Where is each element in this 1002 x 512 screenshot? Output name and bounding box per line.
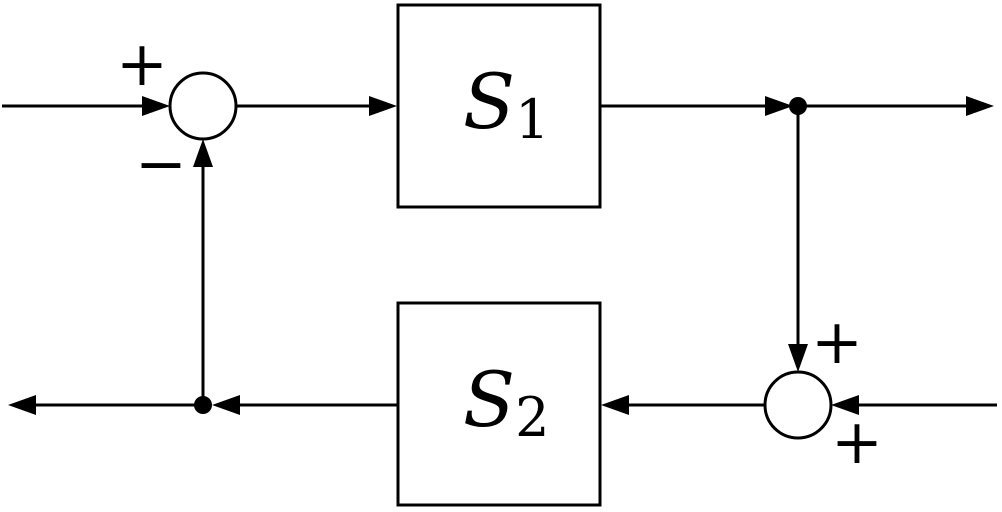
output-arrow-top-right [798,96,994,116]
summing-circle-2 [763,370,833,440]
arrow-s2-to-branch2 [212,395,398,415]
arrowhead-down-icon [788,344,808,372]
arrowhead-up-icon [193,139,213,167]
branch2-to-sum1-line [193,139,213,405]
branch1-to-sum2-line [788,106,808,372]
block-s2-label: S2 [463,355,549,449]
input-arrow-bottom-right [831,395,997,415]
arrowhead-left-icon [212,395,240,415]
arrow-sum2-to-s2 [601,395,765,415]
input-arrow-top-left [2,96,170,116]
arrowhead-left-icon [831,395,859,415]
block-s1: S1 [396,3,602,209]
arrowhead-right-icon [142,96,170,116]
sum1-plus-sign: + [116,27,168,100]
block-s2: S2 [396,301,602,507]
output-arrow-bottom-left [8,395,203,415]
block-s2-box [396,301,602,507]
sum2-bottom-plus-sign: + [831,405,883,478]
sum1-minus-sign: − [135,127,187,200]
block-s1-label: S1 [463,57,549,151]
arrow-sum1-to-s1 [236,96,397,116]
summing-junction-2: + + [763,305,883,478]
arrowhead-left-icon [8,395,36,415]
arrowhead-right-icon [966,96,994,116]
arrowhead-right-icon [765,96,793,116]
block-s1-box [396,3,602,209]
arrowhead-right-icon [369,96,397,116]
summing-junction-1: + − [116,27,238,200]
arrow-s1-to-branch1 [600,96,793,116]
arrowhead-left-icon [601,395,629,415]
sum2-top-plus-sign: + [811,305,863,378]
